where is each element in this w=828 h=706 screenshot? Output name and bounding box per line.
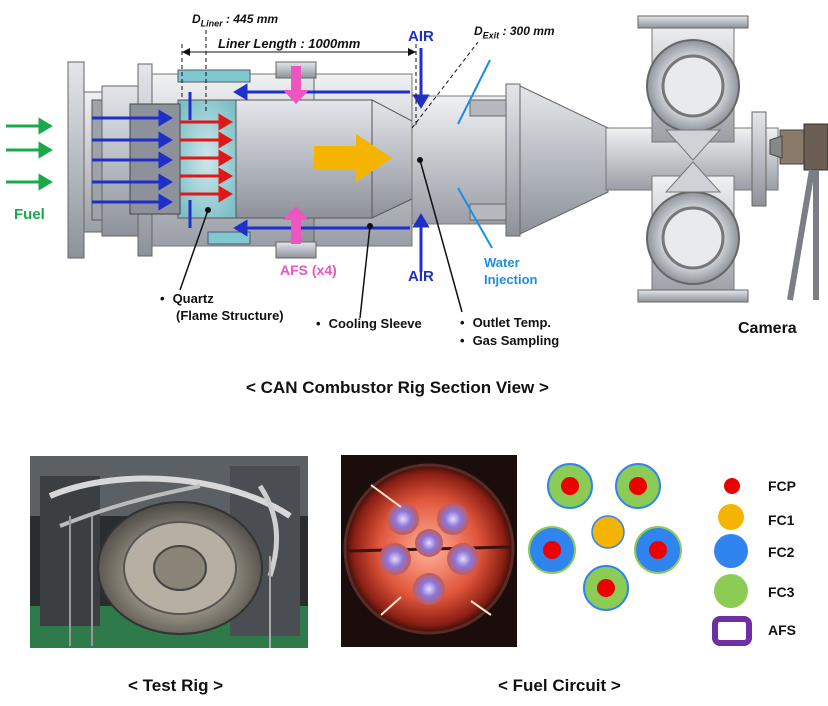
legend-fc1-swatch xyxy=(718,504,744,530)
inlet-flange-outer xyxy=(67,61,85,259)
exit-flange xyxy=(505,83,521,237)
air-top-label: AIR xyxy=(408,28,434,45)
fc2-nozzle-2 xyxy=(634,526,682,574)
camera-label: Camera xyxy=(738,320,797,337)
test-rig-caption: < Test Rig > xyxy=(128,676,224,695)
quartz-leader xyxy=(179,209,209,291)
d-liner-label: DLiner : 445 mm xyxy=(192,12,279,29)
water-leader-top xyxy=(457,59,491,125)
afs-arrows xyxy=(283,66,309,244)
fuel-circuit-caption: < Fuel Circuit > xyxy=(498,676,621,695)
fuel-circuit-diagram xyxy=(528,463,682,611)
quartz-cooling-bottom xyxy=(207,231,251,245)
water-injection-ring xyxy=(469,99,507,117)
main-flow-arrow xyxy=(314,134,392,182)
legend-fc2-label: FC2 xyxy=(768,544,795,560)
liner-length-label: Liner Length : 1000mm xyxy=(218,36,361,51)
cooling-sleeve-label: Cooling Sleeve xyxy=(316,316,422,331)
legend-fc1-label: FC1 xyxy=(768,512,795,528)
cooling-sleeve-leader xyxy=(359,225,371,319)
test-rig-photo xyxy=(30,456,308,648)
combustor-section-diagram xyxy=(6,15,828,319)
outlet-leader xyxy=(419,159,463,313)
afs-label: AFS (x4) xyxy=(280,262,337,278)
air-flow-arrows xyxy=(92,48,430,272)
transition-cone xyxy=(519,85,609,235)
section-view-caption: < CAN Combustor Rig Section View > xyxy=(246,378,549,397)
flame-arrows xyxy=(180,113,233,203)
fc1-nozzle xyxy=(591,515,625,549)
camera-icon xyxy=(769,123,828,301)
legend-fcp-label: FCP xyxy=(768,478,796,494)
flame-photo xyxy=(341,455,517,647)
quartz-label: Quartz (Flame Structure) xyxy=(160,290,284,324)
water-leader-bottom xyxy=(457,187,493,249)
view-flange-top xyxy=(637,15,749,29)
water-injection-ring-bottom xyxy=(469,203,507,221)
legend-fcp-swatch xyxy=(724,478,740,494)
afs-port-bottom xyxy=(275,241,317,259)
fc3-nozzle-1 xyxy=(547,463,593,509)
outlet-label: Outlet Temp. Gas Sampling xyxy=(460,314,560,350)
fc2-nozzle-1 xyxy=(528,526,576,574)
legend-fc2-swatch xyxy=(714,534,748,568)
fc3-nozzle-2 xyxy=(615,463,661,509)
downstream-flange xyxy=(751,111,767,207)
legend-fc3-swatch xyxy=(714,574,748,608)
air-bottom-label: AIR xyxy=(408,268,434,285)
fuel-label: Fuel xyxy=(14,206,45,223)
quartz-cooling-top xyxy=(177,69,251,83)
fc3-nozzle-3 xyxy=(583,565,629,611)
fuel-circuit-legend: FCP FC1 FC2 FC3 AFS xyxy=(706,474,826,654)
d-exit-label: DExit : 300 mm xyxy=(474,24,555,41)
legend-afs-label: AFS xyxy=(768,622,796,638)
legend-afs-swatch xyxy=(712,616,752,646)
view-flange-bottom xyxy=(637,289,749,303)
fuel-arrows xyxy=(6,117,53,191)
legend-fc3-label: FC3 xyxy=(768,584,795,600)
